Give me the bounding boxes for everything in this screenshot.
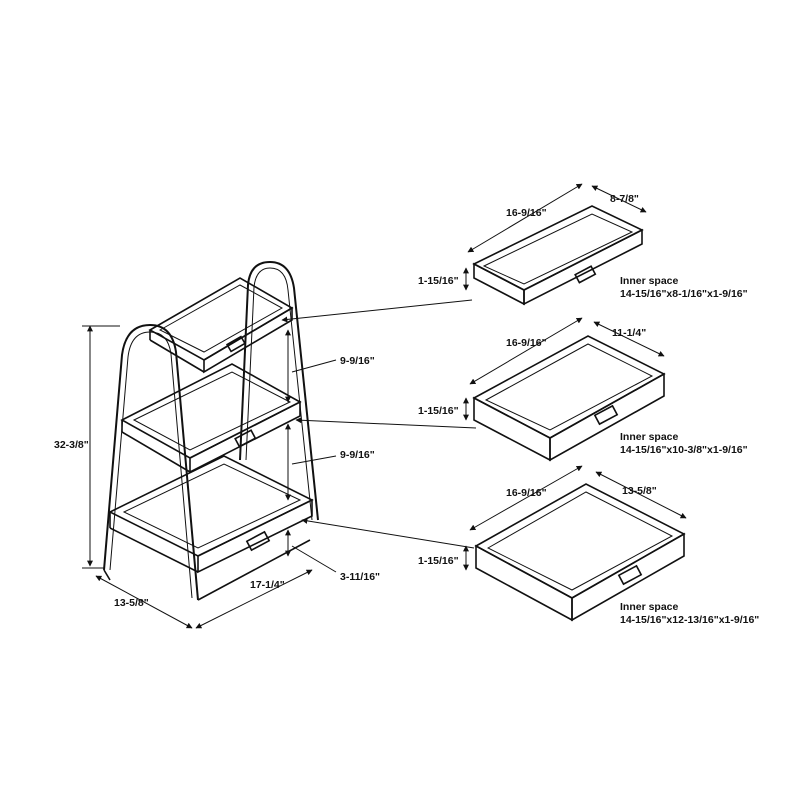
tray-3-depth: 13-5/8" (622, 485, 657, 497)
top-shelf (148, 277, 294, 374)
tray-1-inner-value: 14-15/16"x8-1/16"x1-9/16" (620, 288, 748, 300)
middle-shelf (120, 363, 302, 474)
bottom-shelf (108, 455, 314, 574)
tray-2-height: 1-15/16" (418, 405, 459, 417)
tray-2-inner-label: Inner space (620, 431, 679, 443)
tray-3-inner-value: 14-15/16"x12-13/16"x1-9/16" (620, 614, 759, 626)
tray-1 (463, 183, 647, 306)
tray-2-inner-value: 14-15/16"x10-3/8"x1-9/16" (620, 444, 748, 456)
height-label: 32-3/8" (54, 439, 89, 451)
tray-2 (463, 317, 666, 462)
tray-2-depth: 11-1/4" (612, 327, 646, 339)
clearance-label: 3-11/16" (340, 571, 380, 583)
tray-3-width: 16-9/16" (506, 487, 547, 499)
tray-3-height: 1-15/16" (418, 555, 459, 567)
tray-1-width: 16-9/16" (506, 207, 547, 219)
width-label: 17-1/4" (250, 579, 285, 591)
tray-1-inner-label: Inner space (620, 275, 679, 287)
gap-top-label: 9-9/16" (340, 355, 375, 367)
back-frame (239, 260, 319, 521)
shelf-unit (82, 260, 477, 629)
tray-1-depth: 8-7/8" (610, 193, 639, 205)
tray-3-inner-label: Inner space (620, 601, 679, 613)
tray-2-width: 16-9/16" (506, 337, 547, 349)
tray-1-height: 1-15/16" (418, 275, 459, 287)
depth-label: 13-5/8" (114, 597, 149, 609)
front-frame (103, 323, 199, 601)
gap-bottom-label: 9-9/16" (340, 449, 375, 461)
tray-3 (463, 465, 687, 622)
